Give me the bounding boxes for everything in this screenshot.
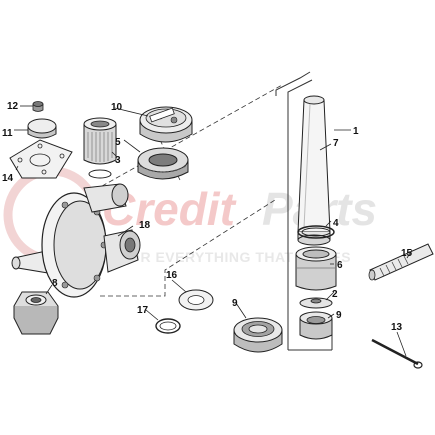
callout-13: 13 bbox=[391, 322, 403, 333]
dust-cap bbox=[27, 118, 57, 139]
needle-bearing bbox=[83, 117, 117, 179]
o-ring bbox=[155, 318, 181, 334]
callout-5: 5 bbox=[115, 137, 121, 148]
callout-10: 10 bbox=[111, 102, 123, 113]
callout-8: 8 bbox=[52, 278, 58, 289]
callout-15: 15 bbox=[401, 248, 413, 259]
callout-4: 4 bbox=[333, 218, 339, 229]
callout-14: 14 bbox=[2, 173, 14, 184]
bushing bbox=[295, 246, 337, 291]
leader-lines bbox=[14, 105, 413, 357]
callout-16: 16 bbox=[166, 270, 178, 281]
callout-18: 18 bbox=[139, 220, 151, 231]
watermark-tagline: FOR EVERYTHING THAT MOVES bbox=[120, 249, 351, 265]
upper-cap bbox=[233, 317, 283, 353]
hub-cap bbox=[139, 106, 193, 143]
wheel-bearing bbox=[137, 147, 189, 180]
callout-2: 2 bbox=[332, 289, 338, 300]
callout-3: 3 bbox=[115, 155, 121, 166]
callout-12: 12 bbox=[7, 101, 19, 112]
thrust-washer bbox=[299, 297, 333, 309]
steering-knuckle bbox=[11, 183, 141, 298]
callout-17: 17 bbox=[137, 305, 149, 316]
kingpin-assembly bbox=[275, 71, 337, 351]
flat-washer bbox=[178, 289, 214, 311]
callout-1: 1 bbox=[353, 126, 359, 137]
callout-11: 11 bbox=[2, 128, 13, 139]
seal-ring bbox=[297, 225, 335, 239]
gasket-plate bbox=[9, 139, 73, 179]
spindle-nut bbox=[13, 291, 59, 335]
alignment-lines bbox=[94, 84, 283, 297]
callout-9-right: 9 bbox=[336, 310, 342, 321]
lower-cap bbox=[299, 311, 333, 340]
drift-pin bbox=[368, 243, 434, 281]
callout-6: 6 bbox=[337, 260, 343, 271]
callout-7: 7 bbox=[333, 138, 339, 149]
cotter-pin bbox=[371, 338, 423, 369]
callout-9-left: 9 bbox=[232, 298, 238, 309]
callouts: 1 2 3 4 5 6 7 8 9 9 10 11 12 13 14 15 16… bbox=[2, 101, 413, 333]
grease-fitting bbox=[32, 101, 44, 112]
kingpin bbox=[297, 95, 331, 246]
